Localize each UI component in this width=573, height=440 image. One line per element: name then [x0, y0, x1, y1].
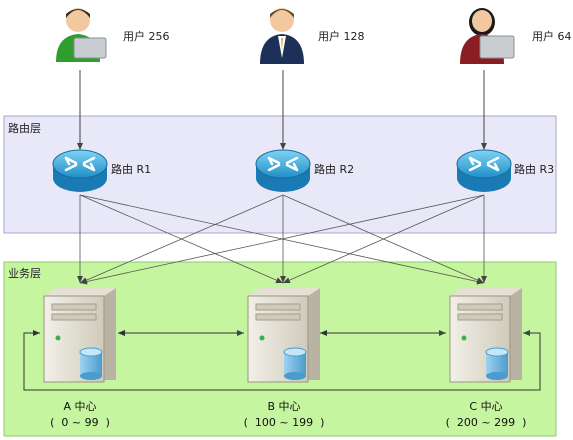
router-r2-label: 路由 R2: [314, 162, 354, 176]
user-128-icon: [260, 8, 304, 64]
user-256-icon: [56, 8, 107, 62]
router-server-links: [77, 194, 487, 285]
server-c-icon: [449, 288, 522, 383]
routing-layer-label: 路由层: [8, 121, 41, 135]
arrowhead-a-left: [118, 330, 125, 336]
center-c-name: C 中心: [469, 400, 502, 413]
server-b-icon: [247, 288, 320, 383]
user-64-label: 用户 64: [532, 29, 572, 43]
center-b-range: ( 100 ~ 199 ): [244, 416, 325, 429]
server-a-icon: [43, 288, 116, 383]
center-b-name: B 中心: [267, 400, 300, 413]
business-layer-label: 业务层: [8, 267, 41, 280]
user-128-label: 用户 128: [318, 29, 365, 43]
server-interconnects: [23, 330, 541, 391]
arrowhead-a-loop: [33, 330, 40, 336]
center-a-range: ( 0 ~ 99 ): [50, 416, 110, 429]
router-r1-icon: [52, 149, 108, 192]
user-64-icon: [460, 8, 515, 64]
arrowhead-b-right: [320, 330, 327, 336]
router-r3-icon: [456, 149, 512, 192]
router-r1-label: 路由 R1: [111, 162, 151, 176]
user-256-label: 用户 256: [123, 29, 170, 43]
center-a-name: A 中心: [63, 400, 96, 413]
router-r2-icon: [255, 149, 311, 192]
router-r3-label: 路由 R3: [514, 162, 554, 176]
center-c-range: ( 200 ~ 299 ): [446, 416, 527, 429]
